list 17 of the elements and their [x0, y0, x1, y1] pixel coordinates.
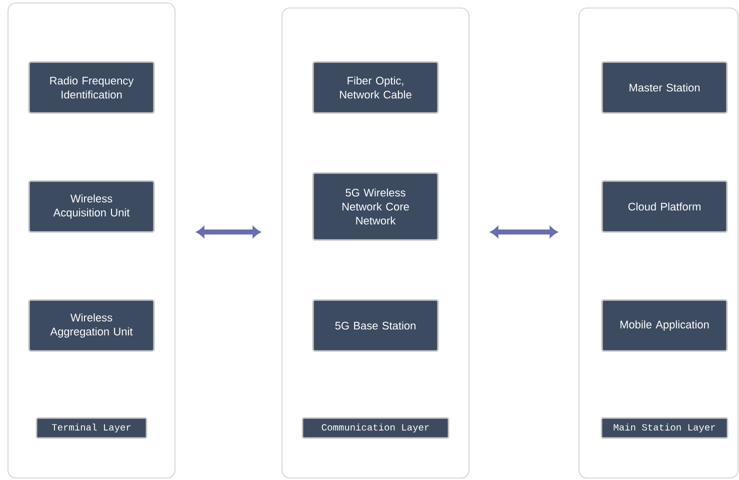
layer-label: Main Station Layer [600, 417, 728, 439]
component-box: Cloud Platform [601, 180, 728, 233]
layer-panel [8, 2, 176, 478]
layer-label: Terminal Layer [36, 417, 148, 439]
component-box: Wireless Acquisition Unit [28, 180, 155, 233]
component-box: 5G Wireless Network Core Network [312, 172, 439, 241]
double-arrow [196, 226, 261, 238]
component-box: Master Station [601, 61, 728, 114]
layer-label: Communication Layer [302, 417, 450, 439]
double-arrow [490, 226, 558, 238]
layer-panel [282, 8, 470, 478]
component-box: Fiber Optic, Network Cable [312, 61, 439, 114]
component-box: 5G Base Station [312, 299, 439, 352]
component-box: Wireless Aggregation Unit [28, 299, 155, 352]
component-box: Radio Frequency Identification [28, 61, 155, 114]
component-box: Mobile Application [601, 299, 728, 352]
layer-panel [578, 8, 738, 478]
